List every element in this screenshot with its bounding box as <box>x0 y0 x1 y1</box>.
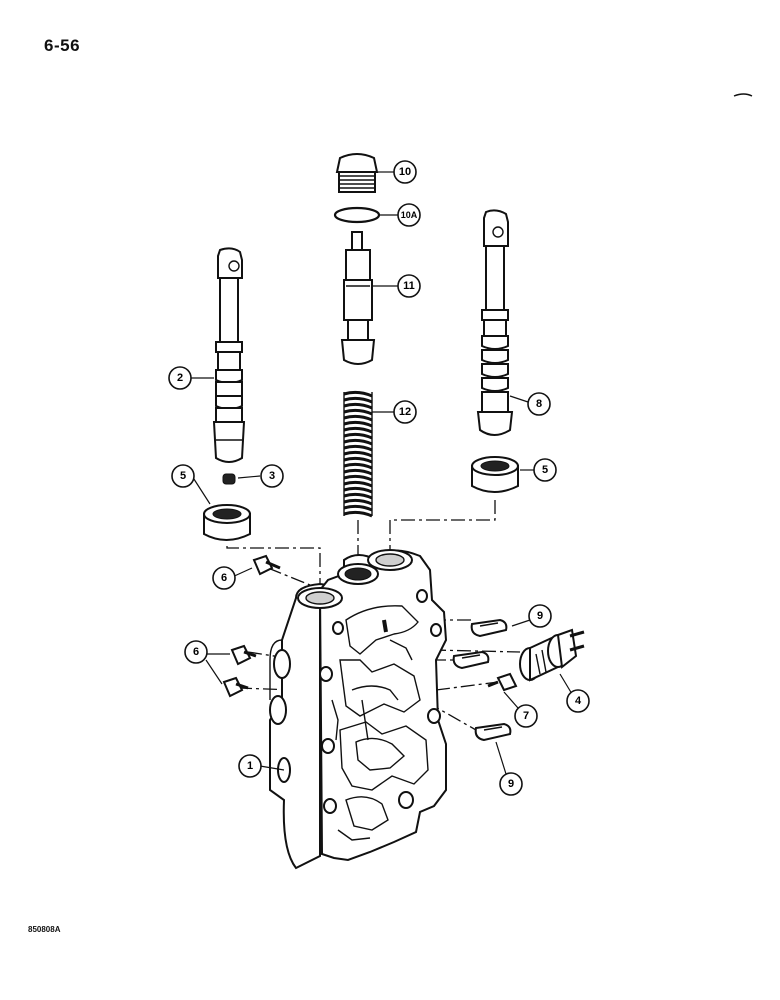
callout-1: 1 <box>238 754 262 778</box>
bolt-part-6-low <box>222 676 249 698</box>
switch-part-4 <box>519 628 585 682</box>
seal-part-5-right <box>471 456 519 493</box>
spool-part-11 <box>340 231 376 365</box>
callout-12: 12 <box>393 400 417 424</box>
spring-coil <box>343 486 373 494</box>
callout-label-8: 8 <box>536 398 542 410</box>
callout-label-9-top: 9 <box>537 610 543 622</box>
callout-label-12: 12 <box>399 406 411 418</box>
callout-label-1: 1 <box>247 760 253 772</box>
callout-label-9-bottom: 9 <box>508 778 514 790</box>
spring-coil <box>343 462 373 470</box>
spring-part-12 <box>343 390 373 518</box>
callout-2: 2 <box>168 366 192 390</box>
spring-coil <box>343 444 373 452</box>
callout-10a: 10A <box>397 203 421 227</box>
spool-part-2 <box>212 247 246 463</box>
callout-label-6-bottom: 6 <box>193 646 199 658</box>
spring-coil <box>343 498 373 506</box>
spring-coil <box>343 390 373 398</box>
spring-coil <box>343 492 373 500</box>
spring-coil <box>343 450 373 458</box>
margin-mark <box>733 93 753 97</box>
spring-coil <box>343 510 373 518</box>
callout-label-4: 4 <box>575 695 582 707</box>
spring-coil <box>343 414 373 422</box>
spool-part-8 <box>476 209 514 436</box>
callout-8: 8 <box>527 392 551 416</box>
o-ring-part-10a <box>333 206 381 224</box>
spring-coil <box>343 474 373 482</box>
plug-part-10 <box>335 153 379 193</box>
callout-label-11: 11 <box>403 280 415 292</box>
spring-coil <box>343 432 373 440</box>
spring-coil <box>343 504 373 512</box>
figure-code: 850808A <box>28 925 61 934</box>
leader-lines <box>190 171 573 775</box>
plate-part-9-c <box>474 722 512 742</box>
callout-label-5-right: 5 <box>542 464 548 476</box>
spring-coil <box>343 420 373 428</box>
callout-5-left: 5 <box>171 464 195 488</box>
page-number: 6-56 <box>44 36 81 55</box>
callout-5-right: 5 <box>533 458 557 482</box>
callout-6-bottom: 6 <box>184 640 208 664</box>
screw-part-7 <box>487 672 518 692</box>
callout-label-7: 7 <box>523 710 529 722</box>
callout-9-top: 9 <box>528 604 552 628</box>
spring-coil <box>343 456 373 464</box>
bolt-part-6-top <box>252 554 281 576</box>
callout-6-top: 6 <box>212 566 236 590</box>
seal-part-5-left <box>203 504 251 541</box>
spring-coil <box>343 480 373 488</box>
spring-coil <box>343 396 373 404</box>
callout-label-10: 10 <box>399 166 411 178</box>
spring-coil <box>343 468 373 476</box>
callout-label-2: 2 <box>177 372 183 384</box>
callout-label-10a: 10A <box>401 210 418 220</box>
spring-coil <box>343 408 373 416</box>
callout-7: 7 <box>514 704 538 728</box>
callout-10: 10 <box>393 160 417 184</box>
callout-3: 3 <box>260 464 284 488</box>
spring-coil <box>343 438 373 446</box>
plug-part-3 <box>222 473 236 485</box>
callout-label-5-left: 5 <box>180 470 186 482</box>
callout-9-bottom: 9 <box>499 772 523 796</box>
spring-coil <box>343 426 373 434</box>
callout-label-6-top: 6 <box>221 572 227 584</box>
plate-part-9-a <box>470 618 508 638</box>
bolt-part-6-mid <box>230 644 257 666</box>
callout-4: 4 <box>566 689 590 713</box>
callout-label-3: 3 <box>269 470 275 482</box>
valve-body-part-1 <box>269 549 448 870</box>
spring-coil <box>343 402 373 410</box>
plate-part-9-b <box>452 650 490 670</box>
callout-11: 11 <box>397 274 421 298</box>
